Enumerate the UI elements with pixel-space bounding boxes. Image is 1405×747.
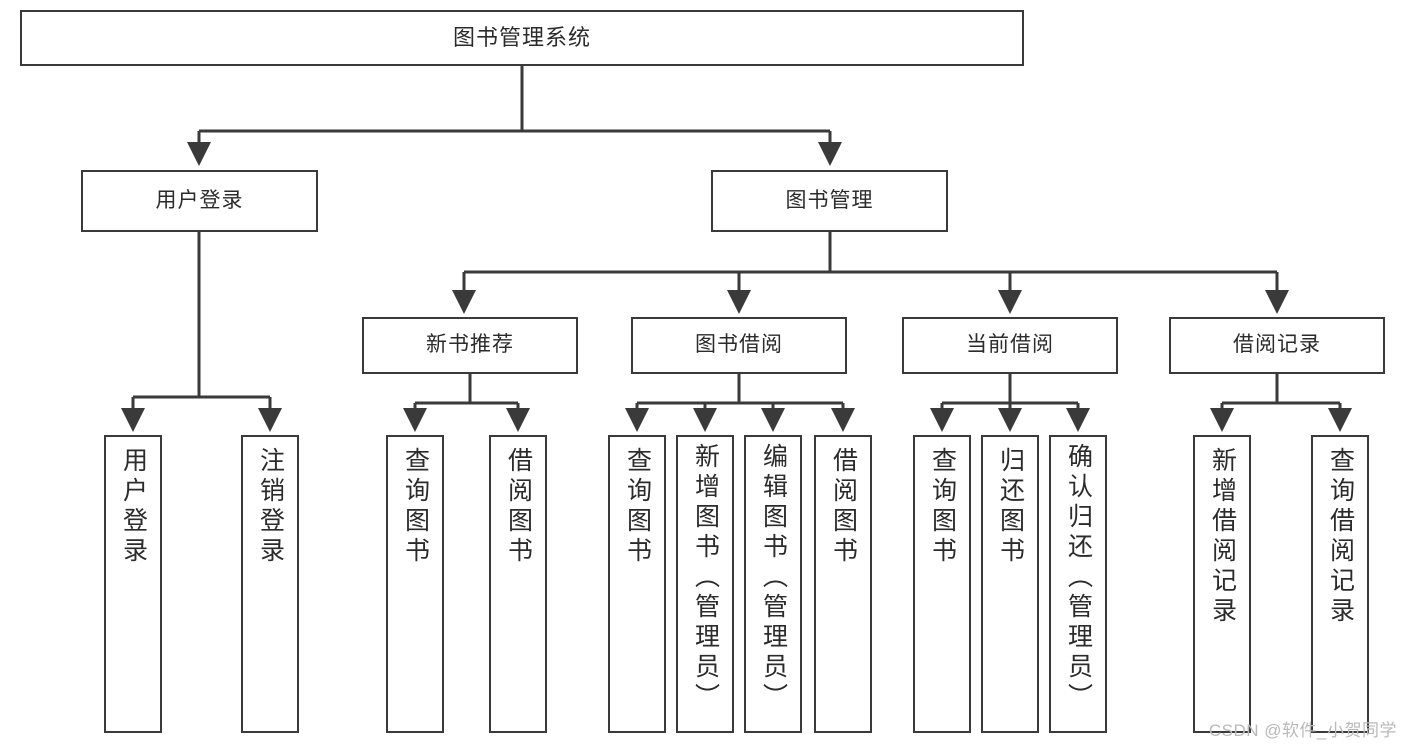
node-label: 用户登录: [119, 447, 148, 567]
node-label: 查询图书: [928, 447, 957, 567]
node-book-management[interactable]: 图书管理: [711, 170, 948, 232]
node-leaf-add-book[interactable]: 新增图书（管理员）: [676, 435, 734, 733]
node-label: 新增图书（管理员）: [691, 443, 720, 713]
node-user-login[interactable]: 用户登录: [81, 170, 318, 232]
node-label: 当前借阅: [966, 333, 1054, 357]
node-borrow-record[interactable]: 借阅记录: [1169, 317, 1385, 374]
node-leaf-query-record[interactable]: 查询借阅记录: [1311, 435, 1369, 733]
node-label: 新书推荐: [426, 333, 514, 357]
node-label: 借阅图书: [504, 447, 533, 567]
node-label: 图书管理: [785, 188, 874, 212]
node-label: 借阅记录: [1233, 333, 1321, 357]
node-leaf-borrow-book-1[interactable]: 借阅图书: [489, 435, 547, 733]
node-label: 用户登录: [155, 188, 244, 212]
node-label: 归还图书: [996, 447, 1025, 567]
node-label: 图书管理系统: [452, 25, 591, 51]
node-label: 注销登录: [256, 447, 285, 567]
node-label: 查询图书: [401, 447, 430, 567]
node-leaf-edit-book[interactable]: 编辑图书（管理员）: [744, 435, 802, 733]
node-leaf-query-book-1[interactable]: 查询图书: [386, 435, 444, 733]
node-label: 图书借阅: [695, 333, 783, 357]
node-root-system[interactable]: 图书管理系统: [20, 10, 1024, 66]
node-book-borrow[interactable]: 图书借阅: [631, 317, 847, 374]
node-label: 新增借阅记录: [1208, 447, 1237, 627]
node-label: 查询借阅记录: [1326, 447, 1355, 627]
node-leaf-user-logout[interactable]: 注销登录: [241, 435, 299, 733]
node-label: 借阅图书: [829, 447, 858, 567]
node-leaf-add-record[interactable]: 新增借阅记录: [1193, 435, 1251, 733]
node-leaf-query-book-2[interactable]: 查询图书: [608, 435, 666, 733]
node-leaf-confirm-return[interactable]: 确认归还（管理员）: [1049, 435, 1107, 733]
node-leaf-user-login[interactable]: 用户登录: [104, 435, 162, 733]
node-current-borrow[interactable]: 当前借阅: [902, 317, 1118, 374]
node-leaf-query-book-3[interactable]: 查询图书: [913, 435, 971, 733]
node-label: 查询图书: [623, 447, 652, 567]
node-new-book-recommend[interactable]: 新书推荐: [362, 317, 578, 374]
node-label: 确认归还（管理员）: [1064, 443, 1093, 713]
node-label: 编辑图书（管理员）: [759, 443, 788, 713]
node-leaf-return-book[interactable]: 归还图书: [981, 435, 1039, 733]
node-leaf-borrow-book-2[interactable]: 借阅图书: [814, 435, 872, 733]
csdn-watermark: CSDN @软件_小贺同学: [1208, 721, 1397, 740]
